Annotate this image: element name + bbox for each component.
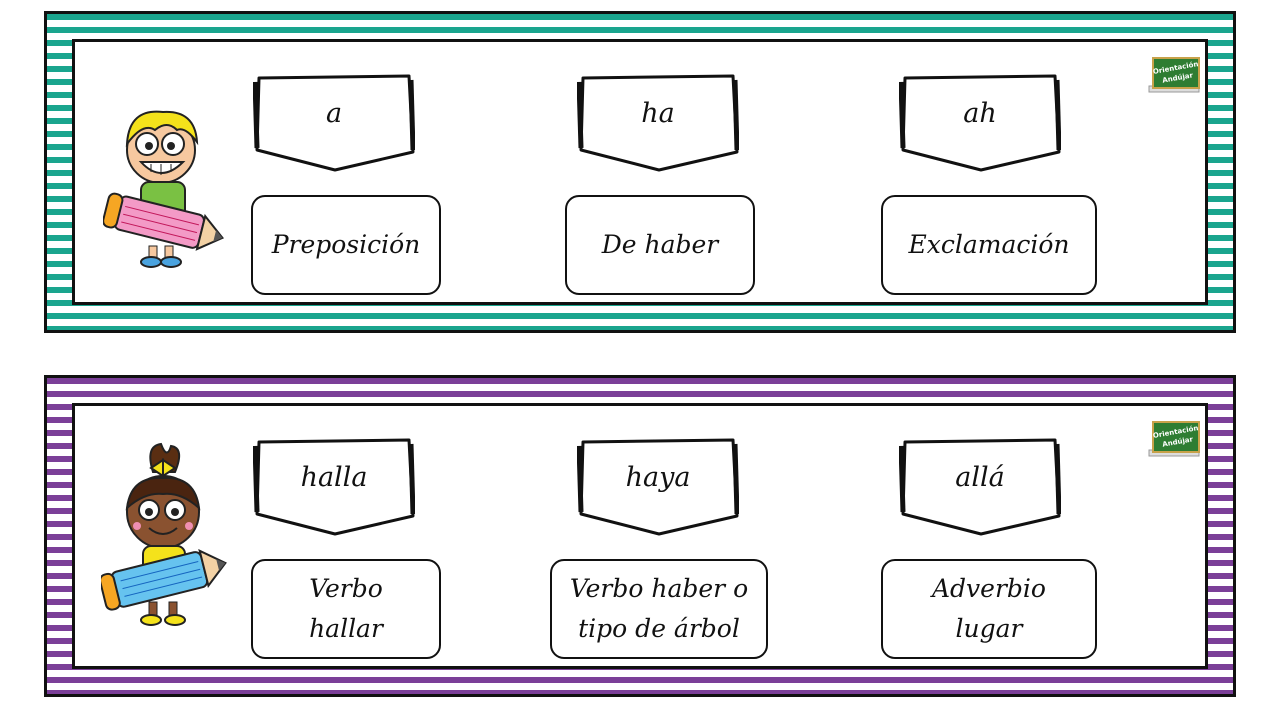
word-alla: allá <box>955 462 1005 493</box>
word-tag-ha: ha <box>577 74 739 172</box>
word-tag-shape <box>253 74 415 172</box>
meaning-preposicion: Preposición <box>251 195 441 295</box>
meaning-verbo-haber-arbol: Verbo haber o tipo de árbol <box>550 559 768 659</box>
word-ha: ha <box>641 98 675 129</box>
word-tag-ah: ah <box>899 74 1061 172</box>
word-tag-a: a <box>253 74 415 172</box>
meaning-adverbio-lugar: Adverbio lugar <box>881 559 1097 659</box>
word-ah: ah <box>963 98 997 129</box>
boy-with-pencil-icon <box>103 110 225 268</box>
chalkboard-logo-icon: Orientación Andújar <box>1148 57 1200 93</box>
word-tag-haya: haya <box>577 438 739 536</box>
chalkboard-logo-icon: Orientación Andújar <box>1148 421 1200 457</box>
word-tag-halla: halla <box>253 438 415 536</box>
word-tag-shape <box>577 438 739 536</box>
word-tag-shape <box>577 74 739 172</box>
word-tag-shape <box>253 438 415 536</box>
purple-card-inner: halla haya allá Verbo hallar Verbo haber… <box>72 403 1208 669</box>
word-haya: haya <box>625 462 691 493</box>
purple-card: halla haya allá Verbo hallar Verbo haber… <box>44 375 1236 697</box>
meaning-exclamacion: Exclamación <box>881 195 1097 295</box>
word-a: a <box>325 98 343 129</box>
word-halla: halla <box>300 462 368 493</box>
girl-with-pencil-icon <box>101 442 227 626</box>
teal-card: a ha ah Preposición De haber Exclamación… <box>44 11 1236 333</box>
meaning-verbo-hallar: Verbo hallar <box>251 559 441 659</box>
word-tag-shape <box>899 438 1061 536</box>
word-tag-alla: allá <box>899 438 1061 536</box>
meaning-de-haber: De haber <box>565 195 755 295</box>
word-tag-shape <box>899 74 1061 172</box>
teal-card-inner: a ha ah Preposición De haber Exclamación… <box>72 39 1208 305</box>
